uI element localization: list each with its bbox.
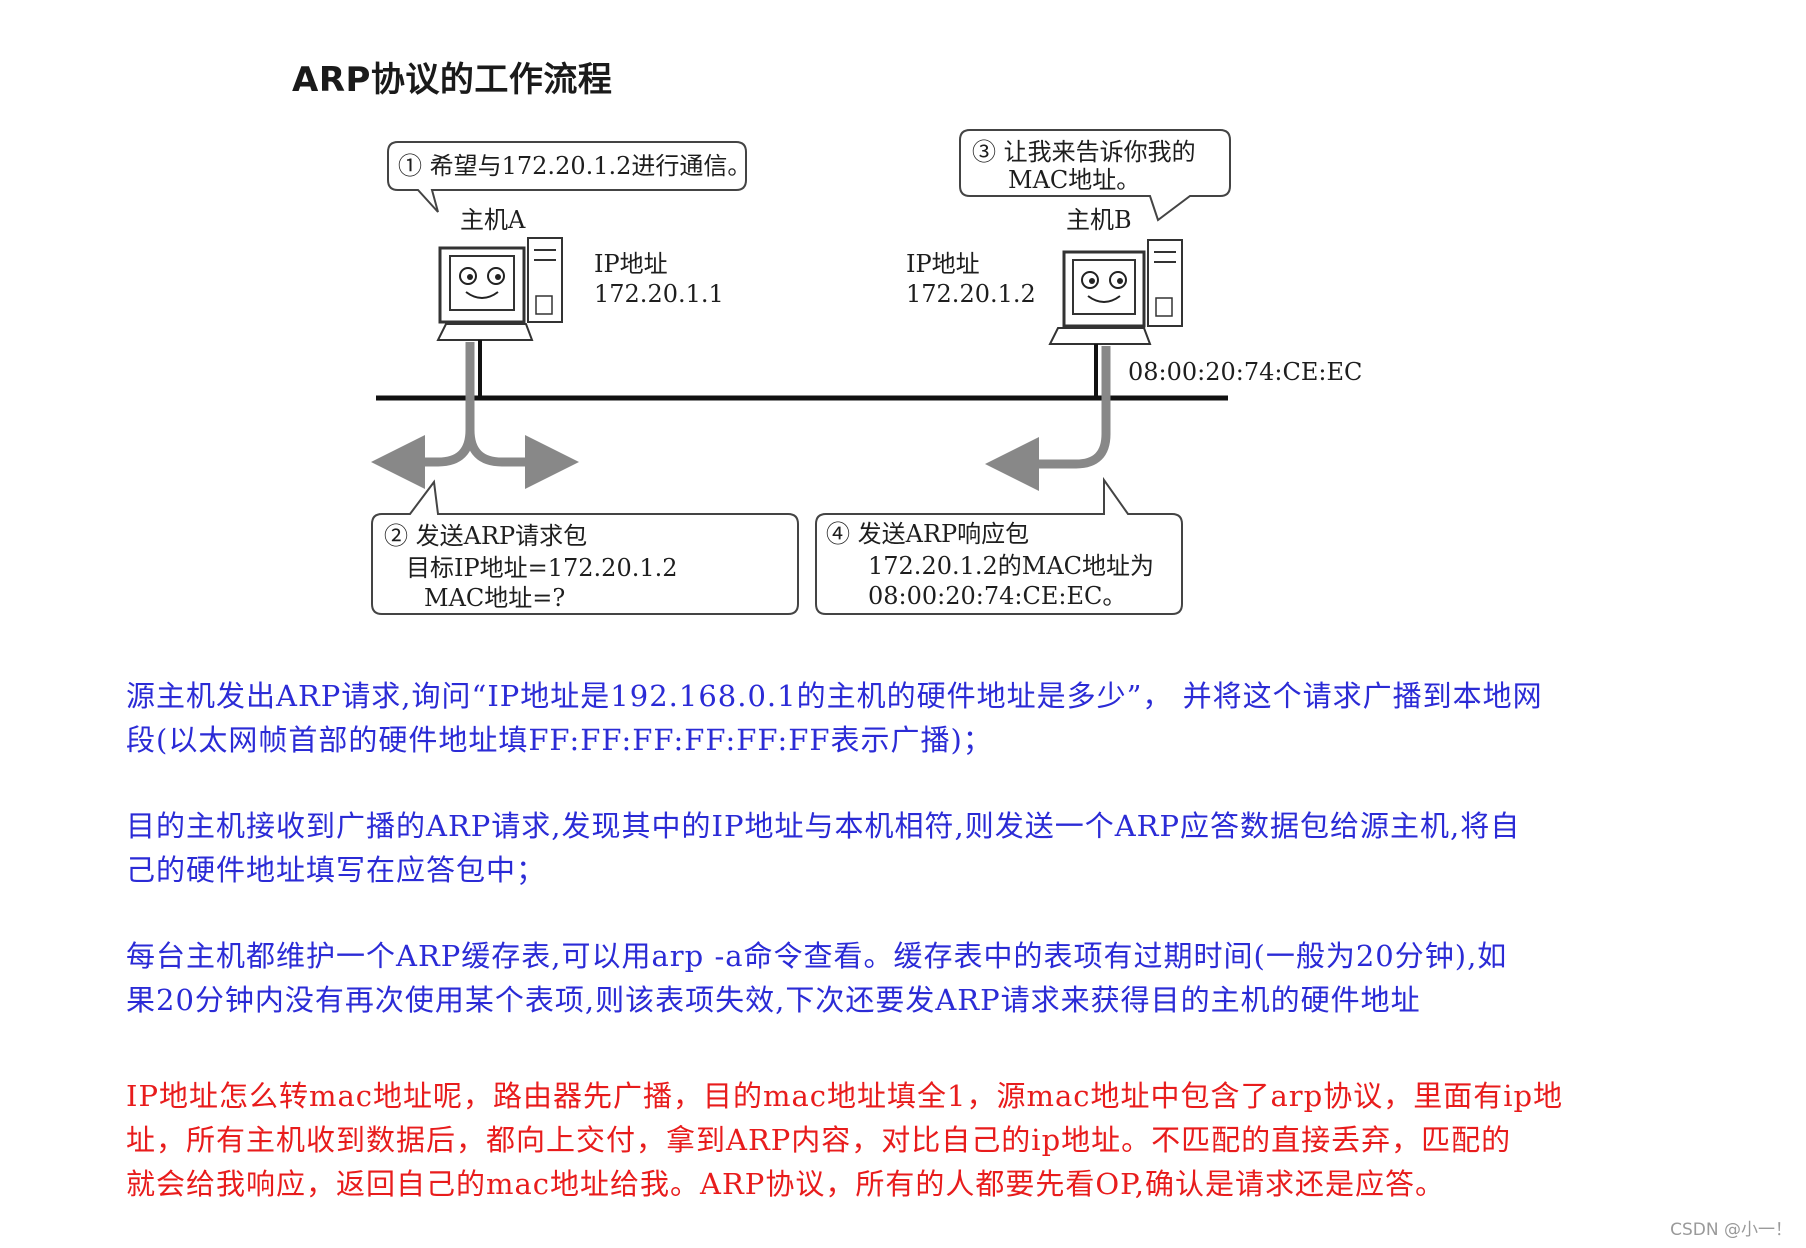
paragraph-line: 每台主机都维护一个ARP缓存表,可以用arp -a命令查看。缓存表中的表项有过期… <box>126 939 1508 973</box>
bubble-1: ① 希望与172.20.1.2进行通信。 <box>387 141 751 213</box>
paragraph-broadcast: 源主机发出ARP请求,询问“IP地址是192.168.0.1的主机的硬件地址是多… <box>126 674 1686 762</box>
box-2-line1: ② 发送ARP请求包 <box>384 522 587 550</box>
host-a-computer-icon <box>436 237 563 341</box>
bubble-3: ③ 让我来告诉你我的 MAC地址。 <box>959 129 1231 222</box>
paragraph-line: 己的硬件地址填写在应答包中； <box>126 853 547 887</box>
paragraph-line: 果20分钟内没有再次使用某个表项,则该表项失效,下次还要发ARP请求来获得目的主… <box>126 983 1421 1017</box>
paragraph-reply: 目的主机接收到广播的ARP请求,发现其中的IP地址与本机相符,则发送一个ARP应… <box>126 804 1686 892</box>
box-2-line3: MAC地址=? <box>424 584 565 612</box>
host-a-ip-label: IP地址 <box>594 250 668 278</box>
host-b-label: 主机B <box>1066 206 1132 234</box>
box-4: ④ 发送ARP响应包 172.20.1.2的MAC地址为 08:00:20:74… <box>815 476 1183 615</box>
paragraph-line: 源主机发出ARP请求,询问“IP地址是192.168.0.1的主机的硬件地址是多… <box>126 679 1543 713</box>
host-b-computer-icon <box>1048 239 1183 345</box>
bubble-3-line1: ③ 让我来告诉你我的 <box>972 138 1196 166</box>
watermark: CSDN @小一！ <box>1670 1220 1792 1240</box>
host-b-mac: 08:00:20:74:CE:EC <box>1128 358 1362 386</box>
broadcast-arrows-icon <box>371 342 579 489</box>
box-4-line2: 172.20.1.2的MAC地址为 <box>868 552 1154 580</box>
paragraph-line: IP地址怎么转mac地址呢，路由器先广播，目的mac地址填全1，源mac地址中包… <box>126 1079 1564 1113</box>
paragraph-cache: 每台主机都维护一个ARP缓存表,可以用arp -a命令查看。缓存表中的表项有过期… <box>126 934 1686 1022</box>
page-title: ARP协议的工作流程 <box>292 60 613 100</box>
box-2-line2: 目标IP地址=172.20.1.2 <box>406 554 678 582</box>
paragraph-line: 就会给我响应，返回自己的mac地址给我。ARP协议，所有的人都要先看OP,确认是… <box>126 1167 1445 1201</box>
reply-arrow-icon <box>985 346 1111 491</box>
paragraph-line: 段(以太网帧首部的硬件地址填FF:FF:FF:FF:FF:FF表示广播)； <box>126 723 993 757</box>
paragraph-line: 址，所有主机收到数据后，都向上交付，拿到ARP内容，对比自己的ip地址。不匹配的… <box>126 1123 1512 1157</box>
bubble-3-line2: MAC地址。 <box>1008 166 1140 194</box>
box-4-line3: 08:00:20:74:CE:EC。 <box>868 582 1126 610</box>
host-a-ip: 172.20.1.1 <box>594 280 724 308</box>
paragraph-line: 目的主机接收到广播的ARP请求,发现其中的IP地址与本机相符,则发送一个ARP应… <box>126 809 1521 843</box>
box-2: ② 发送ARP请求包 目标IP地址=172.20.1.2 MAC地址=? <box>371 479 799 615</box>
bubble-1-text: ① 希望与172.20.1.2进行通信。 <box>398 152 751 180</box>
host-b-ip: 172.20.1.2 <box>906 280 1036 308</box>
box-4-line1: ④ 发送ARP响应包 <box>826 520 1029 548</box>
paragraph-note: IP地址怎么转mac地址呢，路由器先广播，目的mac地址填全1，源mac地址中包… <box>126 1074 1686 1206</box>
host-b-ip-label: IP地址 <box>906 250 980 278</box>
host-a-label: 主机A <box>460 206 526 234</box>
